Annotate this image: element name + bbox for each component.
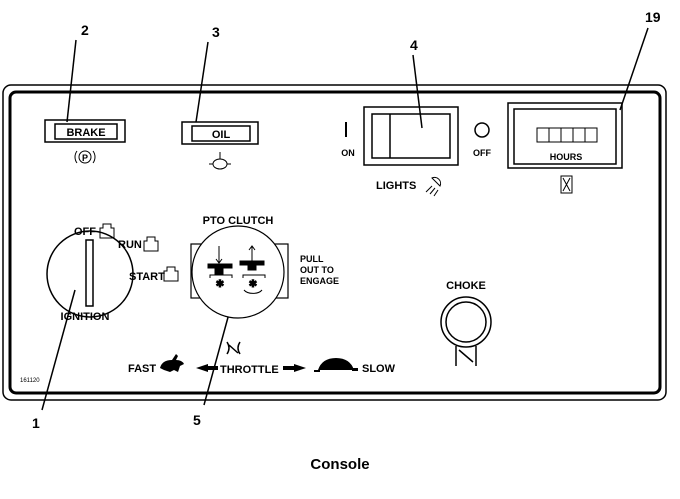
pto-instruction-line: PULL: [300, 254, 324, 264]
oil-label: OIL: [212, 129, 231, 141]
console-panel-outer: [2, 84, 667, 401]
turtle-icon: [314, 358, 358, 372]
brake-indicator: [44, 119, 126, 143]
callout-3: 3: [212, 24, 220, 40]
svg-text:P: P: [82, 153, 88, 163]
throttle-left-arrow: [196, 364, 218, 372]
console-panel-inner: [8, 90, 662, 395]
hour-meter: [507, 102, 623, 169]
pto-engage-icon: ✱: [239, 245, 266, 294]
pto-instruction-line: OUT TO: [300, 265, 334, 275]
brake-label: BRAKE: [66, 127, 105, 139]
lights-label: LIGHTS: [376, 180, 416, 192]
figure-caption: Console: [310, 456, 369, 473]
lights-switch[interactable]: [363, 106, 459, 166]
svg-text:✱: ✱: [216, 279, 224, 290]
ignition-key-slot: [85, 239, 94, 307]
throttle-symbol-icon: [226, 341, 241, 355]
ignition-switch[interactable]: [46, 230, 134, 318]
ignition-start-label: START: [129, 271, 165, 283]
pto-instruction-line: ENGAGE: [300, 276, 339, 286]
ignition-label: IGNITION: [61, 311, 110, 323]
rabbit-icon: [160, 354, 184, 372]
engine-run-icon: [143, 236, 159, 252]
lights-on-label: ON: [341, 148, 355, 158]
hours-label: HOURS: [550, 152, 583, 162]
headlight-icon: [425, 176, 442, 197]
callout-5: 5: [193, 412, 201, 428]
callout-lines: [41, 27, 649, 411]
ignition-run-label: RUN: [118, 239, 142, 251]
lights-off-mark: [474, 122, 490, 138]
parking-brake-icon: P: [74, 150, 96, 164]
pto-clutch-knob[interactable]: [191, 225, 285, 319]
hourglass-icon: [560, 175, 573, 194]
pto-disengage-icon: ✱: [207, 246, 233, 291]
pto-label: PTO CLUTCH: [203, 215, 274, 227]
choke-label: CHOKE: [446, 280, 486, 292]
ignition-off-label: OFF: [74, 226, 96, 238]
oil-pressure-icon: [209, 152, 231, 170]
throttle-label: THROTTLE: [220, 364, 279, 376]
choke-symbol-icon: [455, 346, 477, 366]
throttle-right-arrow: [283, 364, 306, 372]
lights-off-label: OFF: [473, 148, 491, 158]
callout-1: 1: [32, 415, 40, 431]
pto-instruction: PULL OUT TO ENGAGE: [300, 254, 339, 286]
engine-start-icon: [163, 266, 179, 282]
throttle-slow-label: SLOW: [362, 363, 396, 375]
callout-2: 2: [81, 22, 89, 38]
callout-4: 4: [410, 37, 418, 53]
callout-19: 19: [645, 9, 661, 25]
throttle-fast-label: FAST: [128, 363, 156, 375]
choke-knob[interactable]: [440, 296, 492, 348]
hour-counter-digits: [536, 127, 598, 143]
engine-off-icon: [99, 223, 115, 239]
oil-indicator: [181, 121, 259, 145]
part-code: 161120: [20, 378, 40, 384]
svg-text:✱: ✱: [249, 279, 257, 290]
